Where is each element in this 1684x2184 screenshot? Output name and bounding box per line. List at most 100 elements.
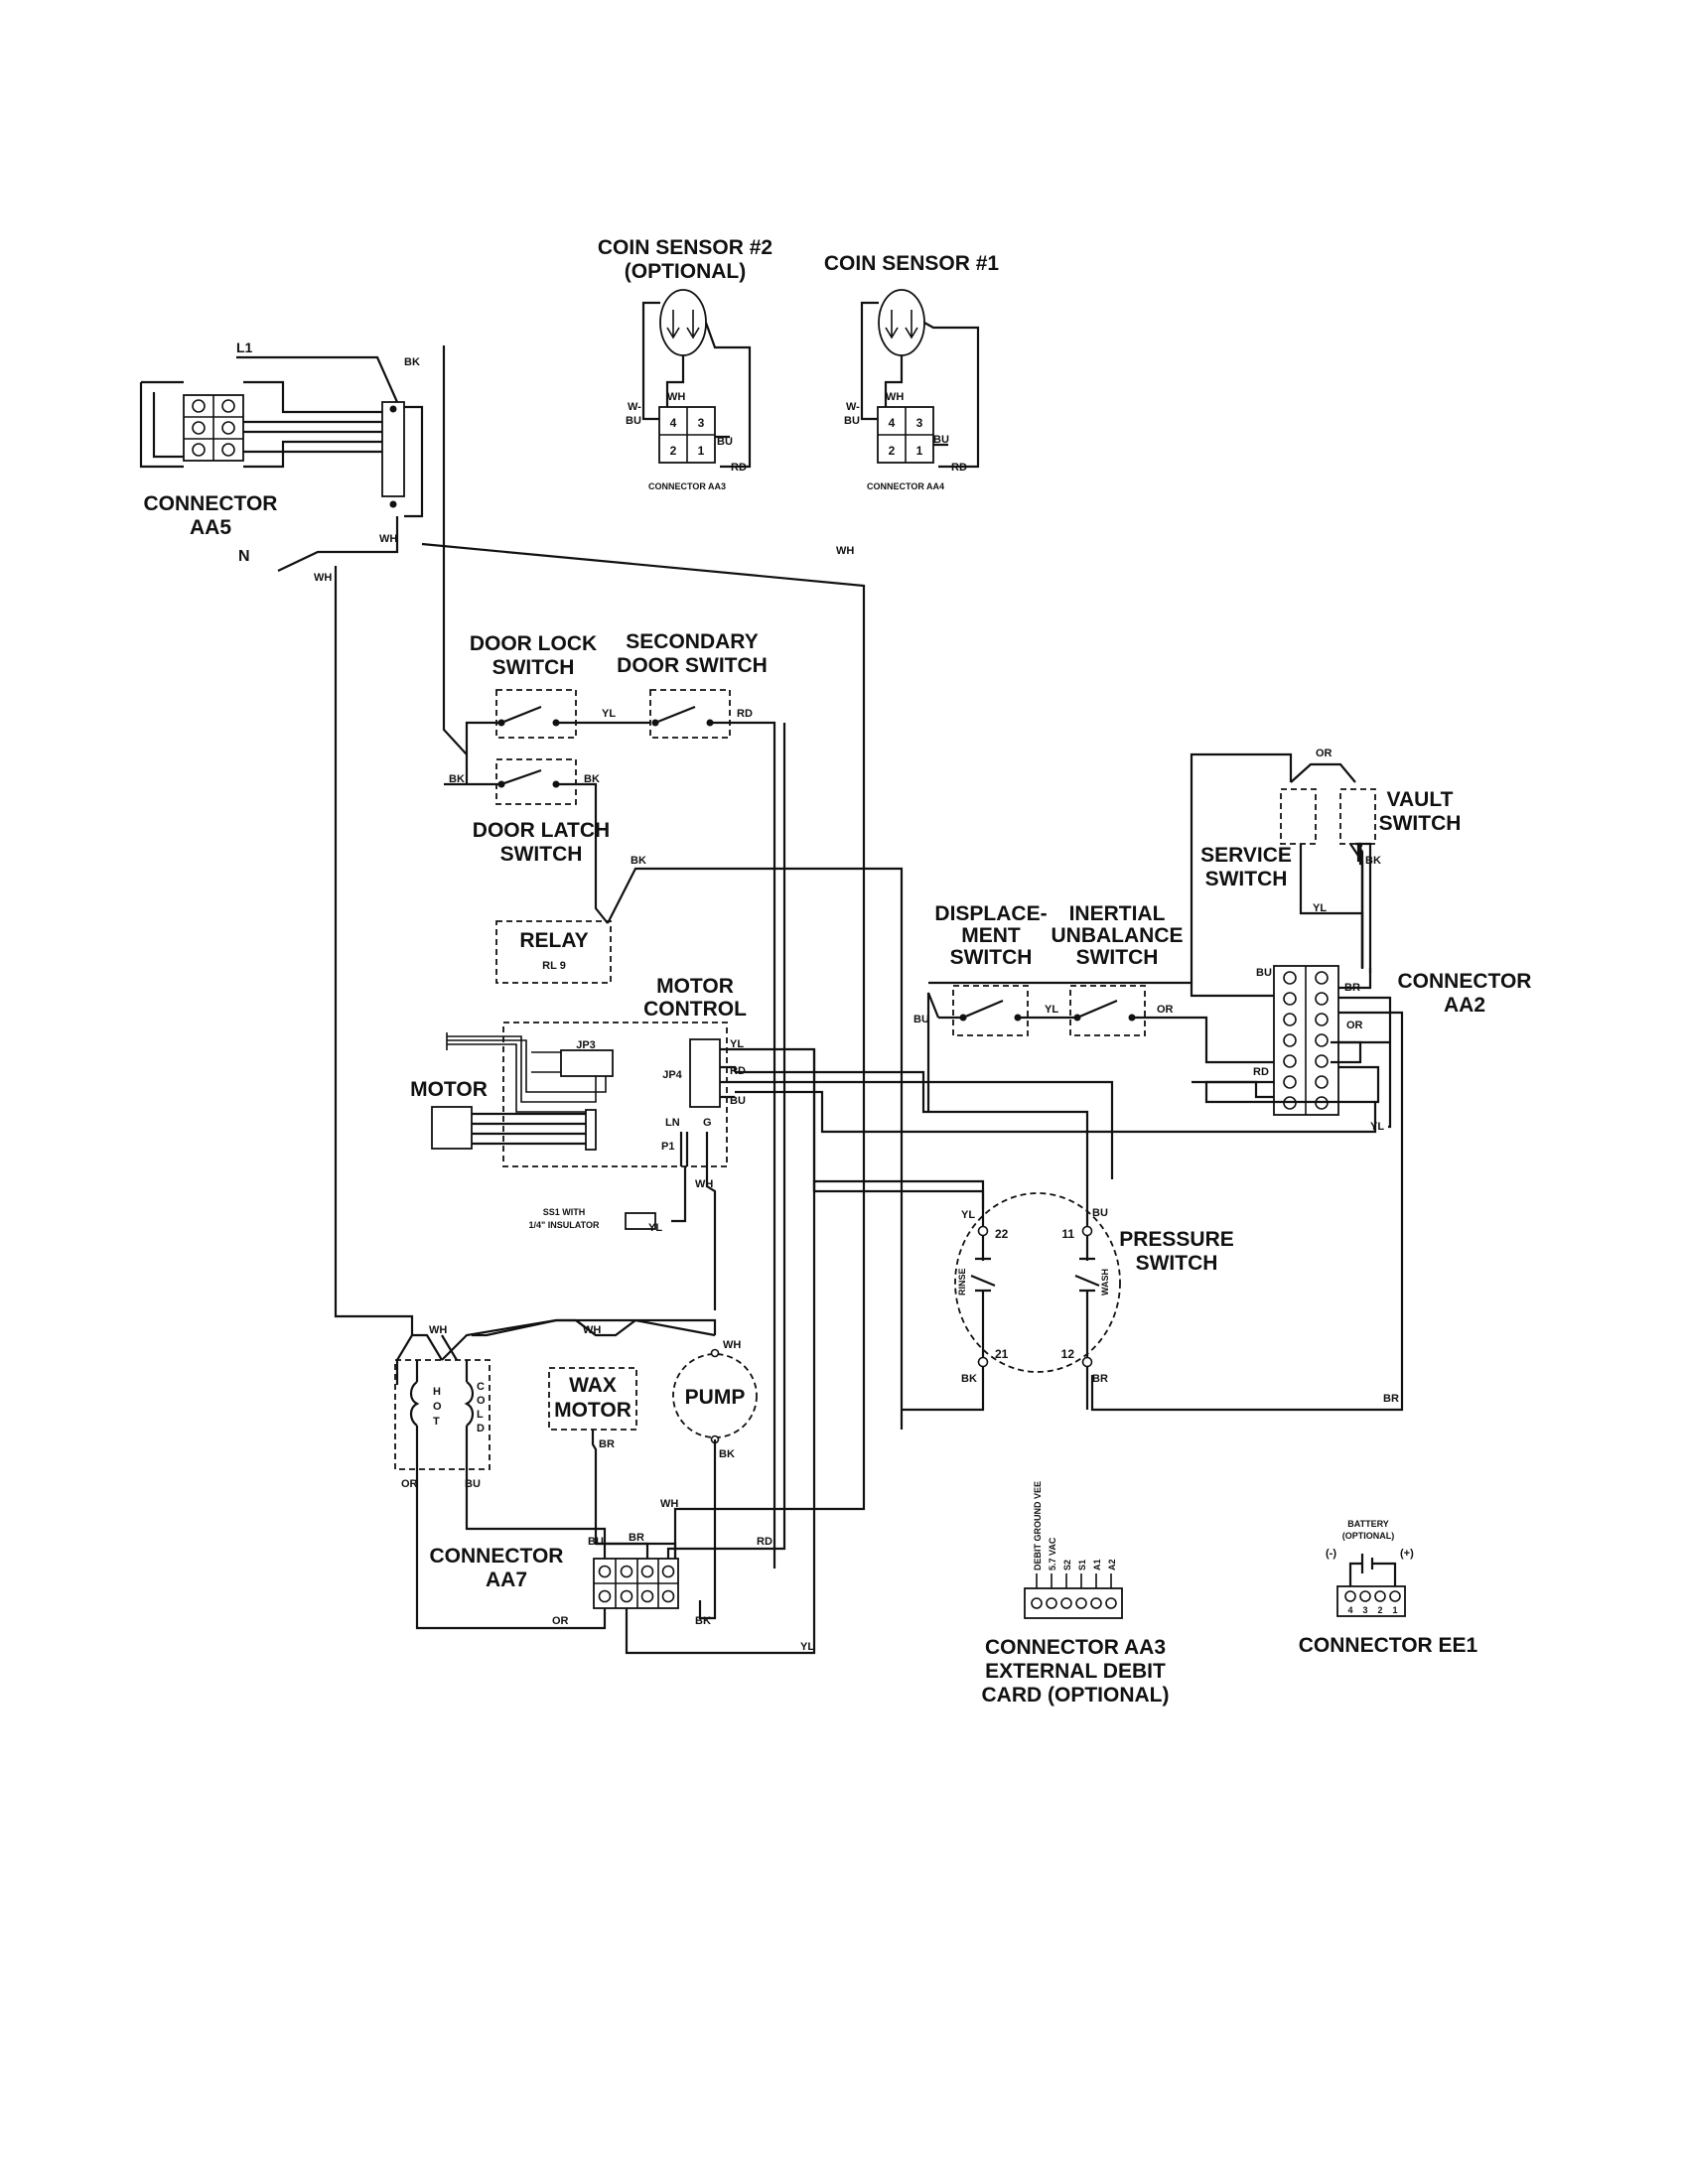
aa7-br: BR (629, 1532, 644, 1544)
rinse-contact (812, 1179, 996, 1412)
pump-bk-wire (698, 1439, 717, 1620)
coin-sensor-2-bulb (659, 289, 707, 356)
ss1-label-1: SS1 WITH (543, 1207, 586, 1217)
displacement-label-3: SWITCH (950, 946, 1033, 969)
battery-plus: (+) (1400, 1548, 1414, 1560)
relay-box (495, 920, 612, 984)
valve-or: OR (401, 1478, 418, 1490)
pressure-switch-outline (954, 1192, 1121, 1373)
hot-o: O (433, 1401, 442, 1413)
aa2-label-1: CONNECTOR (1398, 970, 1532, 993)
coin-sensor-1-pin-1: 1 (916, 444, 923, 458)
battery-label-2: (OPTIONAL) (1342, 1531, 1395, 1541)
ss1-wire (671, 1166, 687, 1223)
aa7-yl-wire (625, 1049, 816, 1655)
ps-pin-21: 21 (995, 1347, 1009, 1361)
jp4-block (689, 1038, 721, 1108)
coin-sensor-1-wbu-1: W- (846, 401, 860, 413)
ps-br: BR (1092, 1373, 1108, 1385)
motor-control-label-2: CONTROL (643, 998, 747, 1021)
door-lock-switch-box (495, 689, 577, 739)
wax-motor-label-2: MOTOR (554, 1399, 632, 1422)
n-label: N (238, 548, 250, 565)
relay-bk: BK (631, 855, 646, 867)
aa7-or: OR (552, 1615, 569, 1627)
coin-sensor-1-title: COIN SENSOR #1 (824, 252, 1000, 275)
aa7-bu: BU (588, 1536, 604, 1548)
ee1-pin-1: 1 (1392, 1605, 1397, 1615)
secondary-door-switch-box (649, 689, 731, 739)
door-lock-circuit (465, 705, 776, 1569)
aa5-wh: WH (379, 533, 397, 545)
coin-sensor-1-wh: WH (886, 391, 904, 403)
coin-sensor-2-rd: RD (731, 462, 747, 474)
coin-sensor-2-subtitle: (OPTIONAL) (625, 260, 746, 283)
motor-harness (472, 1112, 591, 1146)
aa7-label-1: CONNECTOR (430, 1545, 564, 1568)
coin-sensor-1-pin-4: 4 (889, 416, 896, 430)
safety-or: OR (1157, 1004, 1174, 1016)
connector-aa2: BU BR OR RD CONNECTOR AA2 (1090, 965, 1532, 1412)
pressure-label-2: SWITCH (1136, 1252, 1218, 1275)
motor-control-box (502, 1022, 728, 1167)
service-or: OR (1316, 748, 1333, 759)
aa5-label-2: AA5 (190, 516, 231, 539)
aa7-wh: WH (660, 1498, 678, 1510)
displacement-label-1: DISPLACE- (934, 902, 1047, 925)
loads: WH WH WH H O T C O L D OR BU WAX MOTOR B… (394, 1318, 758, 1620)
ee1-pin-3: 3 (1362, 1605, 1367, 1615)
coin-sensor-2-wh: WH (667, 391, 685, 403)
connector-aa5: L1 CONNECTOR AA5 BK WH N WH (139, 340, 424, 584)
ps-bk: BK (961, 1373, 977, 1385)
pressure-label-1: PRESSURE (1119, 1228, 1234, 1251)
loads-wh-2: WH (583, 1324, 601, 1336)
cold-c: C (477, 1381, 485, 1393)
aa7-or-wire (415, 1469, 607, 1630)
coin-sensor-2-wire-right (704, 322, 752, 469)
aa7-bk: BK (695, 1615, 711, 1627)
aa2-or: OR (1346, 1020, 1363, 1031)
motor-control: MOTOR CONTROL JP3 JP4 YL RD BU LN G P1 W… (446, 975, 747, 1310)
rd-wire (735, 1070, 1089, 1201)
jp3-block (560, 1049, 614, 1077)
valve-bu: BU (465, 1478, 481, 1490)
latch-bk-left: BK (449, 773, 465, 785)
bu-wire-1 (735, 1080, 1114, 1179)
door-yl: YL (602, 708, 616, 720)
ps-br-right: BR (1383, 1393, 1399, 1405)
inertial-switch-box (1069, 985, 1146, 1036)
ss1-label-2: 1/4" INSULATOR (529, 1220, 600, 1230)
aa2-rd: RD (1253, 1066, 1269, 1078)
inertial-label-2: UNBALANCE (1052, 924, 1184, 947)
jp4-stubs (720, 1047, 737, 1099)
aa7-rd-wire (666, 723, 786, 1559)
hot-t: T (433, 1416, 440, 1428)
secondary-door-label-1: SECONDARY (626, 630, 758, 653)
coin-sensor-2-wbu-1: W- (628, 401, 641, 413)
aa3-pin-a1: A1 (1092, 1559, 1102, 1570)
coin-sensor-1-wbu-2: BU (844, 415, 860, 427)
jp3-harness (446, 1032, 607, 1113)
vault-bk-wire (1355, 842, 1372, 973)
n-wh: WH (314, 572, 332, 584)
g-wh: WH (695, 1178, 713, 1190)
g-wire (705, 1132, 717, 1310)
wh-top-trunk (421, 542, 866, 1569)
aa2-bu: BU (1256, 967, 1272, 979)
safety-bu: BU (913, 1014, 929, 1025)
pressure-switch: 22 11 21 12 YL BU BK BR RINSE WASH PRESS… (812, 1179, 1399, 1412)
ps-pin-11: 11 (1061, 1227, 1074, 1241)
coin-sensor-2-wbu-2: BU (626, 415, 641, 427)
coin-sensor-2-connector-label: CONNECTOR AA3 (648, 481, 726, 491)
service-left-wire (1190, 752, 1293, 983)
yl-wire-to-ps (735, 1047, 985, 1209)
coin-sensor-2-pin-4: 4 (670, 416, 677, 430)
ps-pin-22: 22 (995, 1227, 1009, 1241)
motor-plug (585, 1109, 597, 1151)
inertial-label-3: SWITCH (1076, 946, 1159, 969)
aa5-bk: BK (404, 356, 420, 368)
jp4-label: JP4 (662, 1069, 682, 1081)
coin-sensor-1-pin-2: 2 (889, 444, 896, 458)
service-switch-box (1280, 788, 1317, 845)
bk-trunk (442, 345, 469, 784)
